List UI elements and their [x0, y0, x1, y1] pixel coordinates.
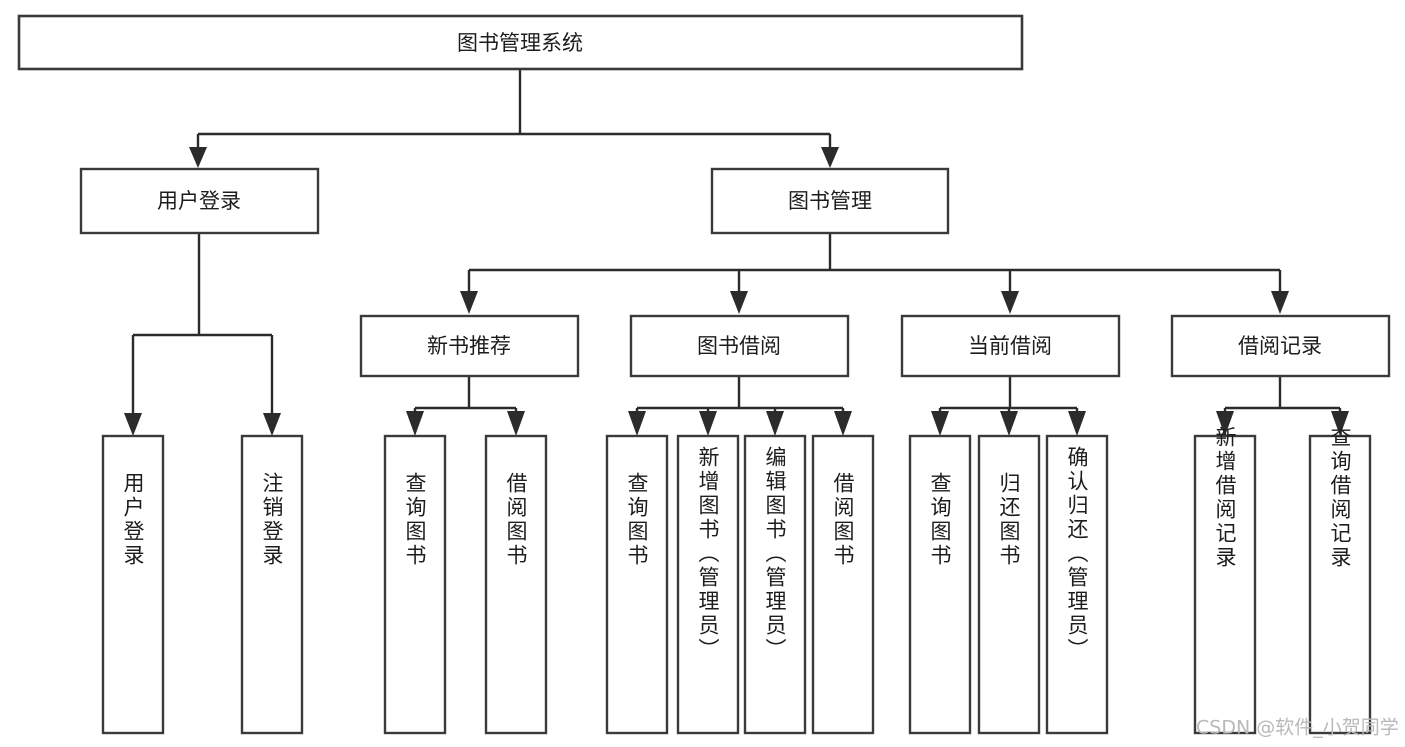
- node-root[interactable]: 图书管理系统: [17, 14, 1024, 71]
- leaf-query-book-borrow-label: 查询图书: [625, 472, 649, 568]
- leaf-borrow-book-box[interactable]: [811, 434, 875, 735]
- edge-userlogin-to-leaves: [124, 233, 281, 436]
- leaf-query-book-recommend[interactable]: 查询图书: [383, 434, 447, 735]
- leaf-return-book[interactable]: 归还图书: [977, 434, 1041, 735]
- leaf-query-book-current-label: 查询图书: [928, 472, 952, 568]
- edge-current-to-leaves: [931, 376, 1086, 436]
- csdn-watermark: CSDN @软件_小贺同学: [1196, 717, 1399, 739]
- leaf-edit-book-admin-box[interactable]: [743, 434, 807, 735]
- edge-root-to-level1: [189, 69, 839, 168]
- arrow-head-book-mgmt: [821, 147, 839, 168]
- leaf-confirm-return-admin-box[interactable]: [1045, 434, 1109, 735]
- leaf-query-book-borrow-box[interactable]: [605, 434, 669, 735]
- leaf-query-borrow-record-label: 查询借阅记录: [1328, 426, 1352, 570]
- node-root-label: 图书管理系统: [457, 31, 583, 55]
- node-new-book-recommend[interactable]: 新书推荐: [359, 314, 580, 378]
- node-borrow-record-box[interactable]: [1170, 314, 1391, 378]
- node-current-borrow[interactable]: 当前借阅: [900, 314, 1121, 378]
- leaf-logout-label: 注销登录: [260, 472, 284, 568]
- node-user-login[interactable]: 用户登录: [79, 167, 320, 235]
- leaf-user-login[interactable]: 用户登录: [101, 434, 165, 735]
- leaf-borrow-book-recommend[interactable]: 借阅图书: [484, 434, 548, 735]
- leaf-add-book-admin[interactable]: 新增图书（管理员）: [676, 434, 740, 735]
- leaf-query-borrow-record-box[interactable]: [1308, 434, 1372, 735]
- arrow-head-borrow-leaf3: [766, 411, 784, 436]
- arrow-head-newbook-leaf2: [507, 411, 525, 436]
- leaf-logout-box[interactable]: [240, 434, 304, 735]
- node-new-book-recommend-label: 新书推荐: [427, 334, 511, 358]
- node-book-borrow-label: 图书借阅: [697, 334, 781, 358]
- leaf-add-borrow-record-label: 新增借阅记录: [1213, 426, 1237, 570]
- node-borrow-record-label: 借阅记录: [1238, 334, 1322, 358]
- node-user-login-label: 用户登录: [157, 189, 241, 213]
- arrow-head-newbook: [460, 291, 478, 314]
- leaf-borrow-book-recommend-box[interactable]: [484, 434, 548, 735]
- leaf-query-book-recommend-box[interactable]: [383, 434, 447, 735]
- leaf-user-login-box[interactable]: [101, 434, 165, 735]
- leaf-borrow-book-label: 借阅图书: [831, 472, 855, 568]
- leaf-query-book-current[interactable]: 查询图书: [908, 434, 972, 735]
- node-root-box[interactable]: [17, 14, 1024, 71]
- arrow-head-record-leaf2: [1331, 411, 1349, 436]
- node-book-borrow-box[interactable]: [629, 314, 850, 378]
- arrow-head-leaf-logout: [263, 413, 281, 436]
- leaf-add-borrow-record[interactable]: 新增借阅记录: [1193, 426, 1257, 735]
- leaf-return-book-box[interactable]: [977, 434, 1041, 735]
- leaf-query-borrow-record[interactable]: 查询借阅记录: [1308, 426, 1372, 735]
- leaf-query-book-borrow[interactable]: 查询图书: [605, 434, 669, 735]
- node-user-login-box[interactable]: [79, 167, 320, 235]
- arrow-head-borrow-leaf1: [628, 411, 646, 436]
- arrow-head-borrow-leaf4: [834, 411, 852, 436]
- leaf-edit-book-admin[interactable]: 编辑图书（管理员）: [743, 434, 807, 735]
- leaf-query-book-recommend-label: 查询图书: [403, 472, 427, 568]
- arrow-head-current-leaf2: [1000, 411, 1018, 436]
- arrow-head-current: [1001, 291, 1019, 314]
- arrow-head-newbook-leaf1: [406, 411, 424, 436]
- leaf-confirm-return-admin-label: 确认归还（管理员）: [1065, 446, 1089, 662]
- arrow-head-record: [1271, 291, 1289, 314]
- leaf-add-borrow-record-box[interactable]: [1193, 434, 1257, 735]
- arrow-head-borrow-leaf2: [699, 411, 717, 436]
- leaf-logout[interactable]: 注销登录: [240, 434, 304, 735]
- node-book-borrow[interactable]: 图书借阅: [629, 314, 850, 378]
- arrow-head-user-login: [189, 147, 207, 168]
- edge-record-to-leaves: [1216, 376, 1349, 436]
- arrow-head-record-leaf1: [1216, 411, 1234, 436]
- node-book-management[interactable]: 图书管理: [710, 167, 950, 235]
- node-borrow-record[interactable]: 借阅记录: [1170, 314, 1391, 378]
- arrow-head-current-leaf1: [931, 411, 949, 436]
- leaf-user-login-label: 用户登录: [121, 472, 145, 568]
- leaf-add-book-admin-box[interactable]: [676, 434, 740, 735]
- edge-borrow-to-leaves: [628, 376, 852, 436]
- node-book-management-box[interactable]: [710, 167, 950, 235]
- leaf-query-book-current-box[interactable]: [908, 434, 972, 735]
- arrow-head-current-leaf3: [1068, 411, 1086, 436]
- leaf-borrow-book-recommend-label: 借阅图书: [504, 472, 528, 568]
- leaf-borrow-book[interactable]: 借阅图书: [811, 434, 875, 735]
- arrow-head-borrow: [730, 291, 748, 314]
- connector-layer: [124, 69, 1349, 436]
- node-new-book-recommend-box[interactable]: [359, 314, 580, 378]
- edge-newbook-to-leaves: [406, 376, 525, 436]
- arrow-head-leaf-user-login: [124, 413, 142, 436]
- leaf-add-book-admin-label: 新增图书（管理员）: [696, 446, 720, 662]
- leaf-edit-book-admin-label: 编辑图书（管理员）: [763, 446, 787, 662]
- node-current-borrow-label: 当前借阅: [968, 334, 1052, 358]
- node-current-borrow-box[interactable]: [900, 314, 1121, 378]
- leaf-return-book-label: 归还图书: [997, 472, 1021, 568]
- edge-bookmgmt-to-level2: [460, 233, 1289, 314]
- node-book-management-label: 图书管理: [788, 189, 872, 213]
- leaf-confirm-return-admin[interactable]: 确认归还（管理员）: [1045, 434, 1109, 735]
